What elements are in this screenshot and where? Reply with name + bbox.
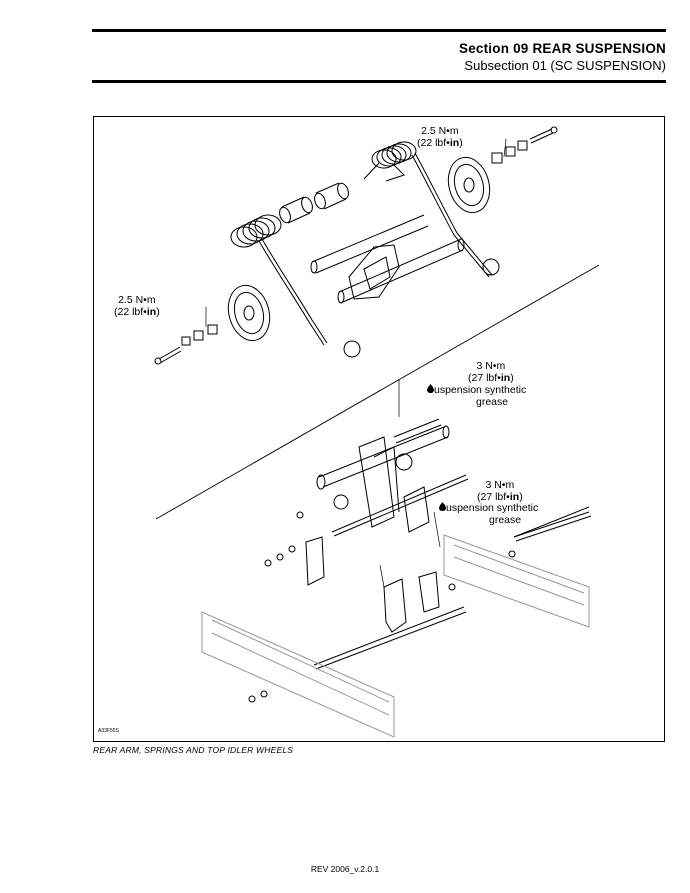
header-rule-top bbox=[92, 29, 666, 32]
hardware-left bbox=[154, 324, 218, 365]
hardware-right bbox=[491, 126, 558, 164]
torque-callout-upper-right: 2.5 N•m (22 lbf•in) bbox=[417, 125, 463, 149]
torque-callout-mid: 3 N•m (27 lbf•in) bbox=[468, 360, 514, 384]
header-rule-bottom bbox=[92, 80, 666, 83]
idler-wheel-right bbox=[447, 156, 491, 214]
grease-note-lower: Suspension synthetic bbox=[439, 502, 539, 514]
exploded-diagram-drawing bbox=[154, 126, 600, 738]
upper-axle bbox=[310, 214, 465, 304]
grease-drop-icon bbox=[427, 384, 434, 393]
leader-lines bbox=[205, 138, 507, 588]
lower-brackets bbox=[305, 486, 440, 633]
grease-note-mid: Suspension synthetic bbox=[427, 384, 527, 396]
side-rail-right bbox=[443, 534, 590, 628]
grease-note-mid-line2: grease bbox=[476, 396, 509, 408]
lower-fasteners bbox=[248, 511, 516, 703]
exploded-diagram-figure: A33F55S 2.5 N•m (22 lbf•in) 2.5 N•m (22 … bbox=[93, 116, 665, 742]
figure-caption: REAR ARM, SPRINGS AND TOP IDLER WHEELS bbox=[93, 745, 294, 755]
page-footer-revision: REV 2006_v.2.0.1 bbox=[310, 864, 380, 874]
side-rail-left bbox=[201, 611, 395, 738]
subsection-title: Subsection 01 (SC SUSPENSION) bbox=[464, 58, 666, 73]
rear-arm-upper bbox=[348, 244, 400, 300]
torque-callout-left: 2.5 N•m (22 lbf•in) bbox=[114, 294, 160, 318]
lower-shafts bbox=[313, 474, 592, 670]
idler-wheel-left bbox=[227, 284, 271, 342]
coil-spring-right bbox=[363, 141, 493, 278]
spring-sleeves bbox=[279, 182, 349, 224]
coil-spring-left bbox=[230, 214, 328, 346]
figure-reference-code: A33F55S bbox=[98, 728, 119, 734]
grease-note-lower-line2: grease bbox=[489, 514, 522, 526]
rear-arm-lower bbox=[316, 418, 450, 528]
separator-line bbox=[155, 264, 600, 520]
cam-pieces bbox=[333, 258, 500, 510]
torque-callout-lower: 3 N•m (27 lbf•in) bbox=[477, 479, 523, 503]
grease-drop-icon bbox=[439, 502, 446, 511]
section-title: Section 09 REAR SUSPENSION bbox=[458, 41, 666, 56]
